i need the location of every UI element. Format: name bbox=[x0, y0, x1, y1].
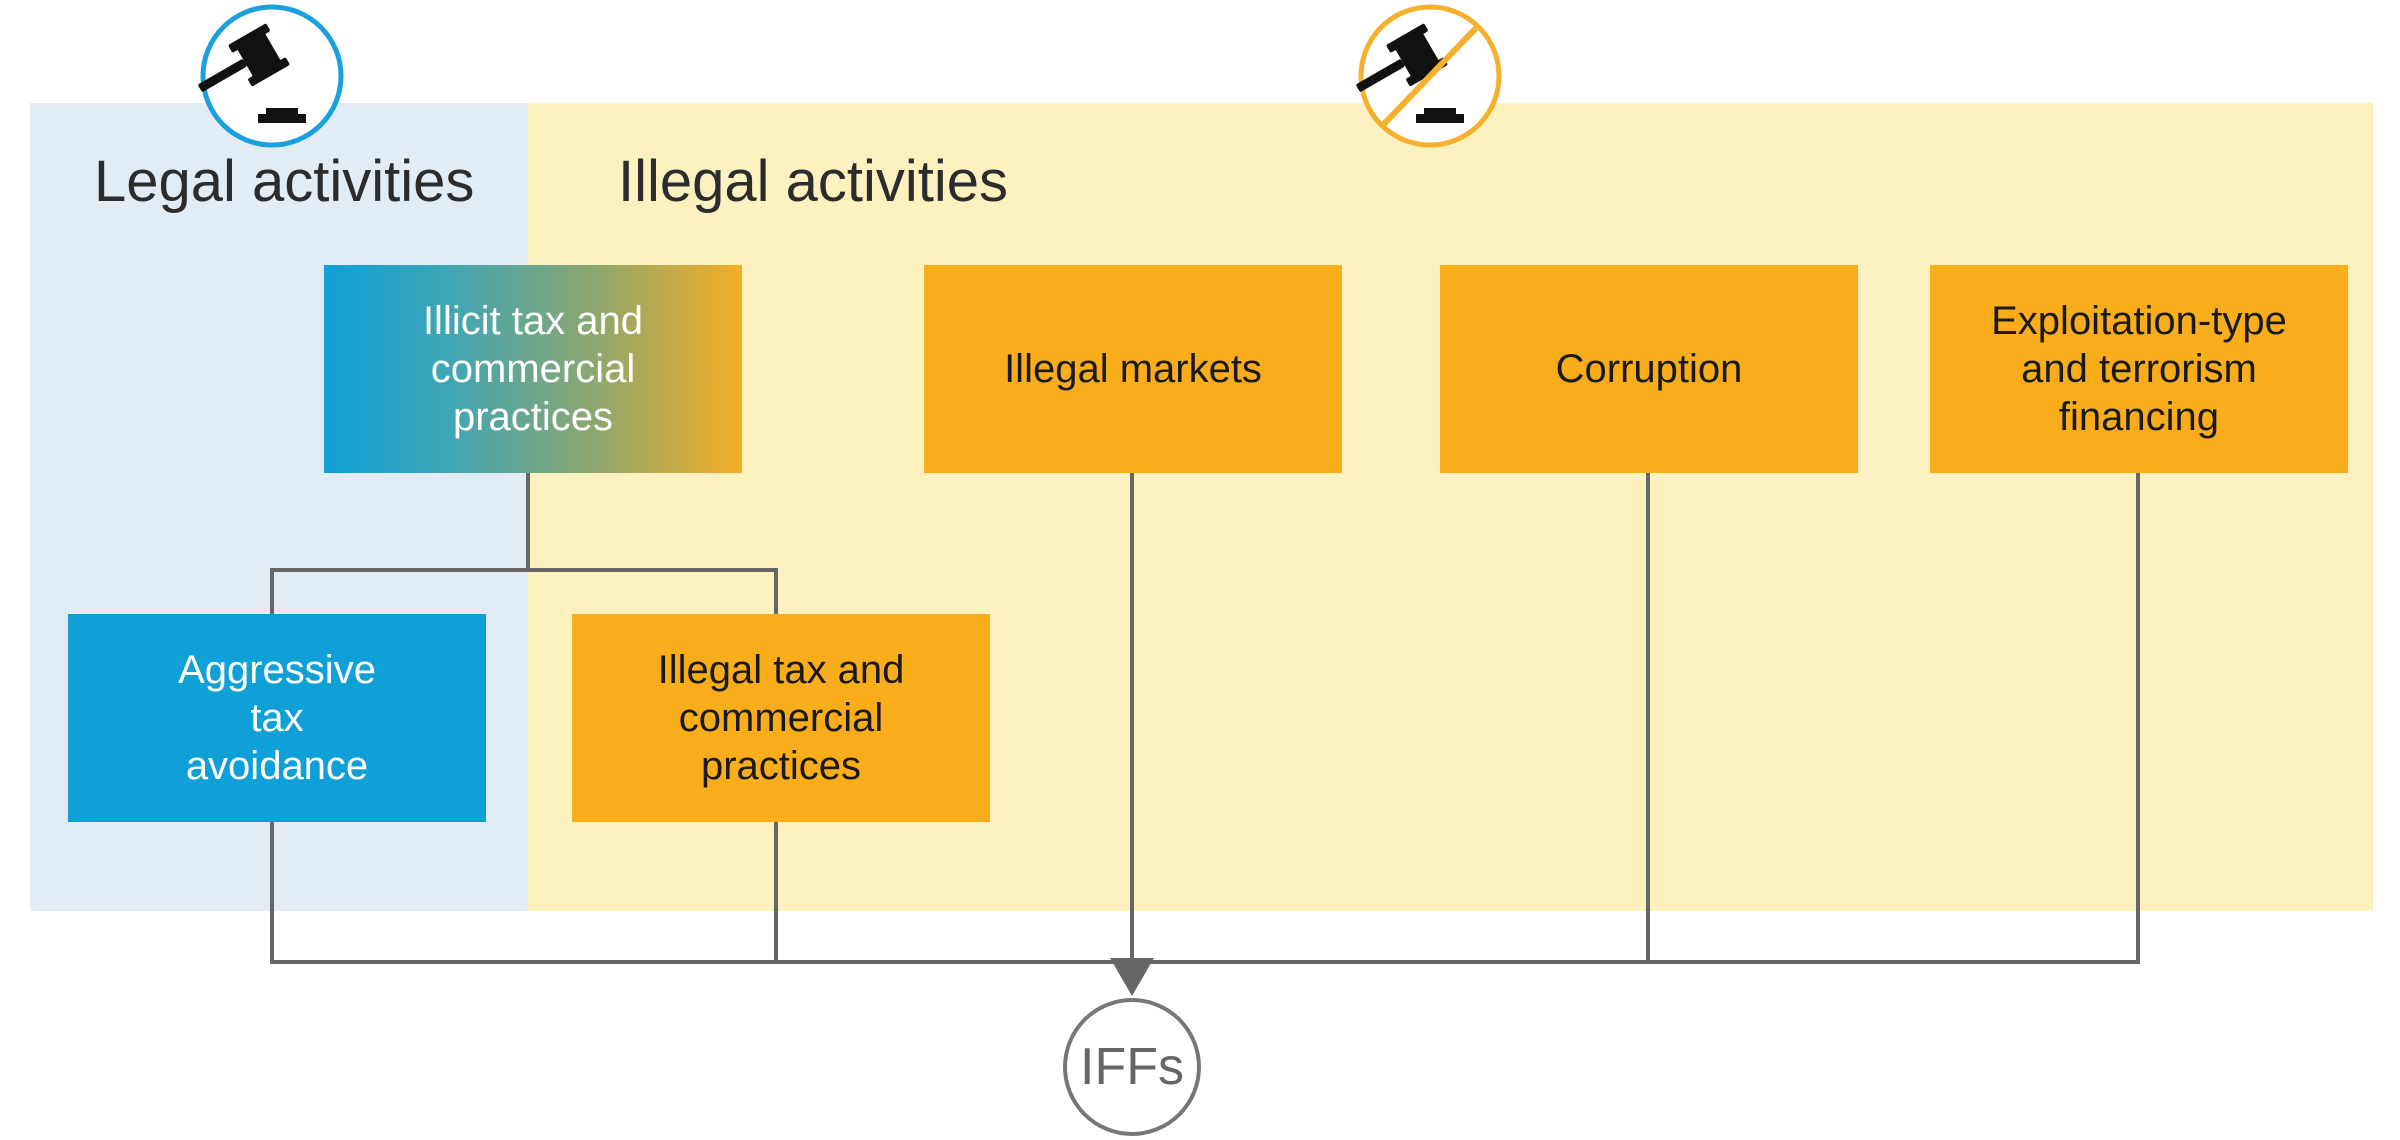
aggressive-tax-box: Aggressive tax avoidance bbox=[68, 614, 486, 822]
gavel-icon bbox=[198, 4, 344, 148]
aggressive-tax-label: Aggressive tax avoidance bbox=[178, 648, 376, 788]
illicit-tax-box: Illicit tax and commercial practices bbox=[324, 265, 742, 473]
legal-activities-title: Legal activities bbox=[94, 149, 475, 214]
illegal-activities-title: Illegal activities bbox=[618, 149, 1009, 214]
illegal-markets-box: Illegal markets bbox=[924, 265, 1342, 473]
illegal-tax-label: Illegal tax and commercial practices bbox=[657, 648, 905, 788]
iffs-label: IFFs bbox=[1080, 1038, 1184, 1096]
illicit-tax-label: Illicit tax and commercial practices bbox=[422, 299, 644, 439]
illegal-tax-box: Illegal tax and commercial practices bbox=[572, 614, 990, 822]
exploitation-label: Exploitation-type and terrorism financin… bbox=[1991, 299, 2287, 439]
exploitation-box: Exploitation-type and terrorism financin… bbox=[1930, 265, 2348, 473]
split-bracket-line bbox=[270, 568, 778, 616]
illegal-markets-label: Illegal markets bbox=[1004, 347, 1262, 391]
corruption-label: Corruption bbox=[1555, 347, 1743, 391]
corruption-box: Corruption bbox=[1440, 265, 1858, 473]
arrow-head-icon bbox=[1110, 958, 1154, 996]
iffs-node: IFFs bbox=[1063, 998, 1201, 1136]
gavel-crossed-icon bbox=[1356, 4, 1502, 148]
